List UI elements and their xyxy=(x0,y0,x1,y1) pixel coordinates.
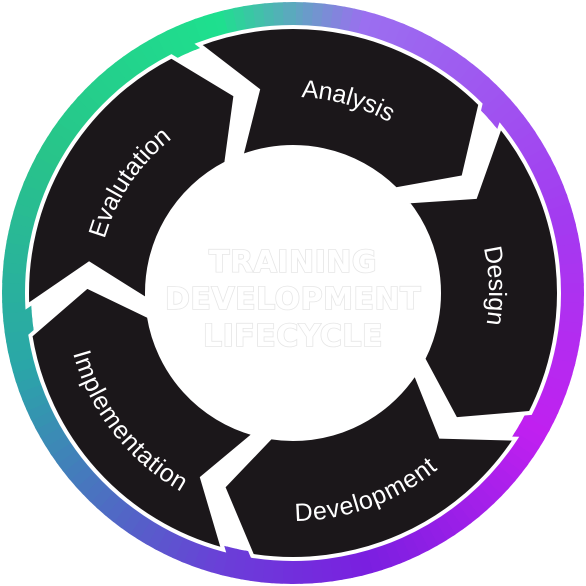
ring-slice xyxy=(481,89,513,120)
ring-slice xyxy=(173,20,198,54)
ring-slice xyxy=(338,4,357,38)
ring-slice xyxy=(356,8,377,42)
ring-slice xyxy=(365,11,387,45)
ring-slice xyxy=(8,209,42,230)
ring-slice xyxy=(546,347,580,367)
ring-slice xyxy=(202,10,224,44)
ring-slice xyxy=(487,96,520,127)
ring-slice xyxy=(219,546,239,580)
ring-slice xyxy=(199,541,221,575)
ring-slice xyxy=(209,544,230,578)
ring-slice xyxy=(212,7,233,42)
ring-slice xyxy=(513,424,547,451)
ring-slice xyxy=(548,338,582,357)
ring-slice xyxy=(282,2,297,32)
ring-slice xyxy=(164,24,189,58)
center-title-line-1: TRAINING xyxy=(209,245,377,280)
ring-slice xyxy=(6,219,40,239)
ring-slice xyxy=(554,282,584,297)
ring-slice xyxy=(475,82,506,113)
ring-slice xyxy=(155,28,181,62)
ring-slice xyxy=(518,416,552,443)
segment-label-design: Design xyxy=(478,244,511,328)
ring-slice xyxy=(7,353,42,374)
center-title-line-3: LIFECYCLE xyxy=(203,319,383,354)
ring-slice xyxy=(544,356,578,377)
ring-slice xyxy=(347,6,367,40)
ring-slice xyxy=(353,544,374,579)
center-title-line-2: DEVELOPMENT xyxy=(165,282,421,317)
ring-slice xyxy=(289,554,304,584)
ring-slice xyxy=(362,542,384,576)
ring-slice xyxy=(2,289,32,304)
ring-slice xyxy=(229,548,248,582)
ring-slice xyxy=(544,212,579,233)
center-disc xyxy=(146,146,440,440)
ring-slice xyxy=(10,362,44,384)
ring-slice xyxy=(4,229,38,248)
